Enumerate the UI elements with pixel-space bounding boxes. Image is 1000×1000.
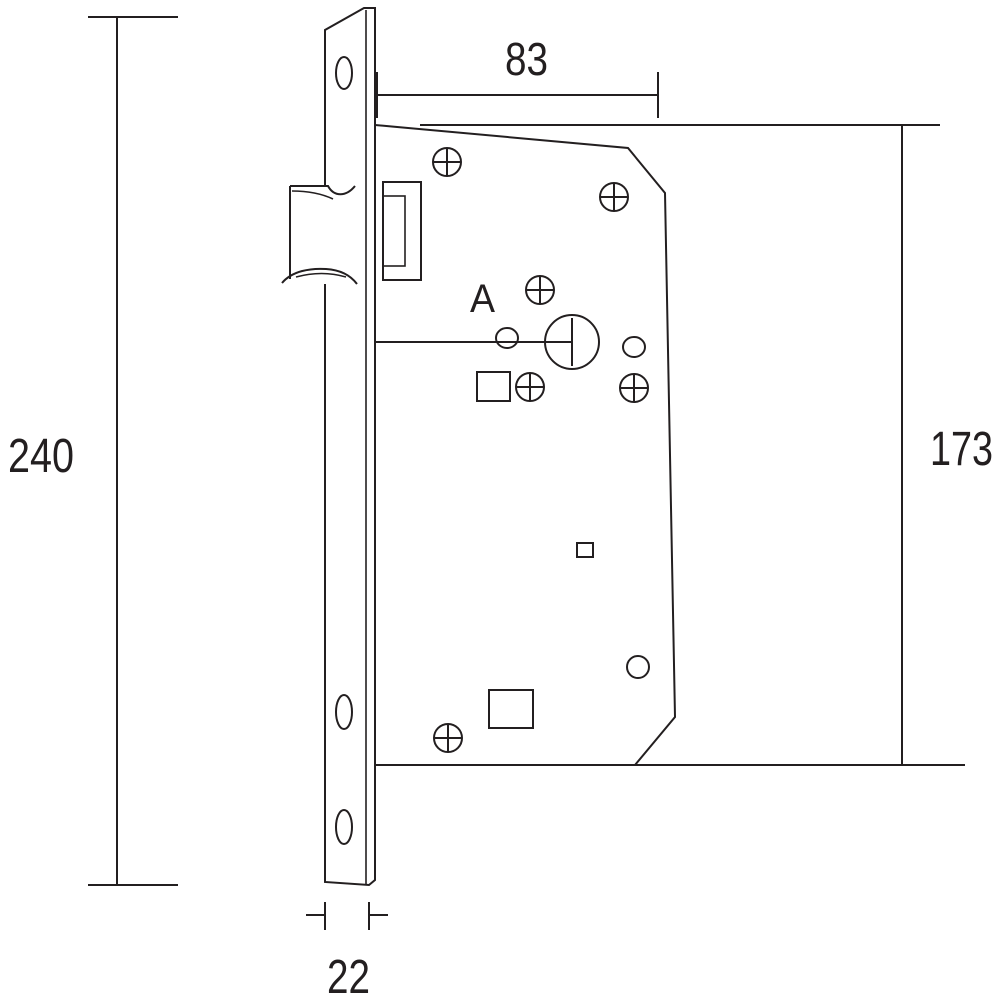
- faceplate-outline: [324, 7, 376, 887]
- dimension-right-label: 173: [930, 423, 993, 476]
- dimension-left-label: 240: [8, 430, 74, 483]
- small-hole: [626, 655, 650, 679]
- latch-bottom-inner-curve: [295, 272, 347, 278]
- latch-top-inner-curve: [291, 190, 334, 200]
- dimension-bottom: 22: [306, 902, 388, 1000]
- faceplate-screw-hole-top: [335, 56, 353, 90]
- screw-symbol: [432, 147, 462, 177]
- screw-symbol: [619, 373, 649, 403]
- lock-case-outline: [374, 124, 677, 766]
- screw-symbol: [433, 723, 463, 753]
- spindle-hole: [544, 314, 600, 370]
- small-square-hole: [576, 542, 594, 558]
- dimension-right: 173: [901, 125, 993, 765]
- square-hole: [488, 689, 534, 729]
- latch-bottom-edge: [281, 267, 358, 285]
- small-hole: [495, 327, 519, 349]
- faceplate-screw-hole-bottom: [335, 809, 353, 845]
- square-hole: [476, 371, 511, 402]
- faceplate: [324, 7, 376, 887]
- screw-symbol: [525, 275, 555, 305]
- latch-pocket-inner: [382, 195, 406, 267]
- latch-bolt: [281, 185, 358, 285]
- dimension-left: 240: [8, 16, 178, 886]
- point-label: A: [470, 277, 495, 321]
- dimension-top-label: 83: [505, 33, 548, 85]
- small-hole: [622, 336, 646, 358]
- latch-top-edge: [290, 185, 356, 196]
- faceplate-screw-hole-middle: [335, 694, 353, 730]
- dimension-bottom-label: 22: [327, 951, 370, 1000]
- screw-symbol: [515, 372, 545, 402]
- screw-symbol: [599, 182, 629, 212]
- dimension-top: 83: [375, 33, 659, 118]
- lock-case: A: [374, 124, 965, 766]
